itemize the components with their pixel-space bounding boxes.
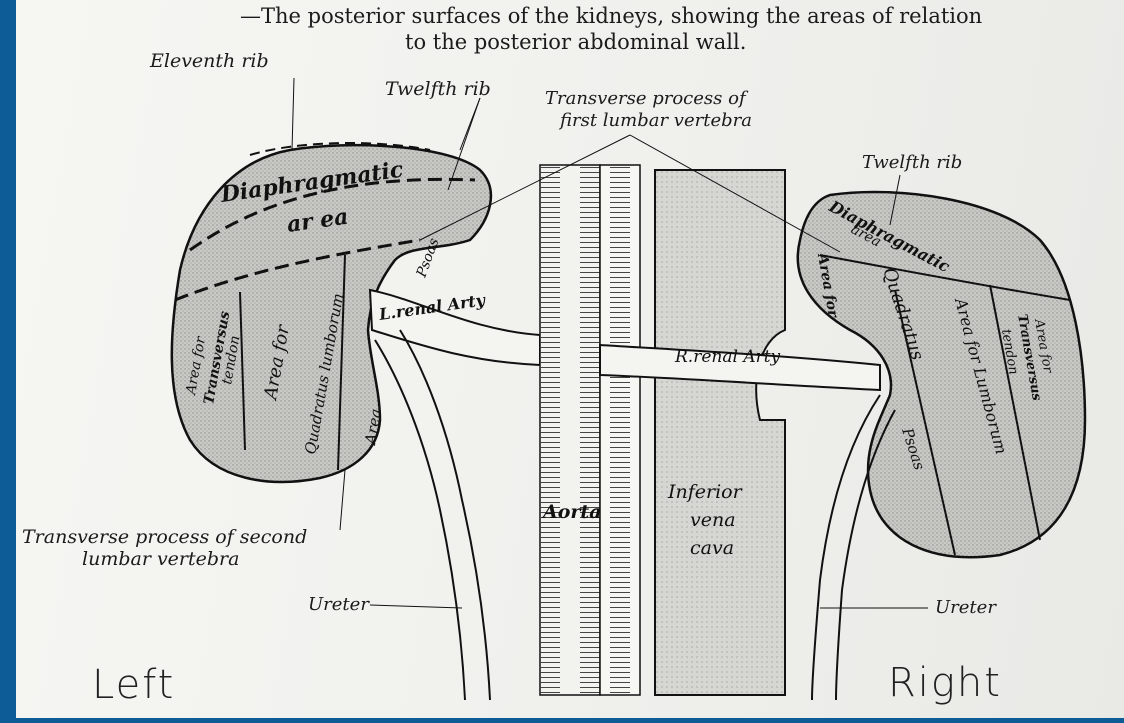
figure-caption-line-1: —The posterior surfaces of the kidneys, … [240, 4, 982, 28]
ivc-vessel [655, 170, 785, 695]
aorta-label: Aorta [541, 501, 602, 523]
ivc-label-2: vena [690, 509, 736, 531]
ureter-right-label: Ureter [935, 597, 996, 618]
ivc-label-1: Inferior [667, 481, 744, 503]
handwritten-right-label: Right [888, 660, 1002, 706]
figure-caption-line-2: to the posterior abdominal wall. [405, 30, 746, 54]
eleventh-rib-label: Eleventh rib [150, 50, 269, 72]
transverse-first-label-2: first lumbar vertebra [560, 110, 752, 131]
twelfth-rib-right-label: Twelfth rib [862, 152, 962, 173]
transverse-first-label-1: Transverse process of [545, 88, 746, 109]
ivc-label-3: cava [690, 537, 734, 559]
right-renal-artery-label: R.renal Arty [674, 347, 781, 367]
twelfth-rib-left-label: Twelfth rib [385, 78, 491, 100]
ureter-left-label: Ureter [308, 594, 369, 615]
transverse-second-label-1: Transverse process of second [22, 526, 307, 548]
handwritten-left-label: Left [92, 662, 175, 708]
transverse-second-label-2: lumbar vertebra [82, 548, 239, 570]
